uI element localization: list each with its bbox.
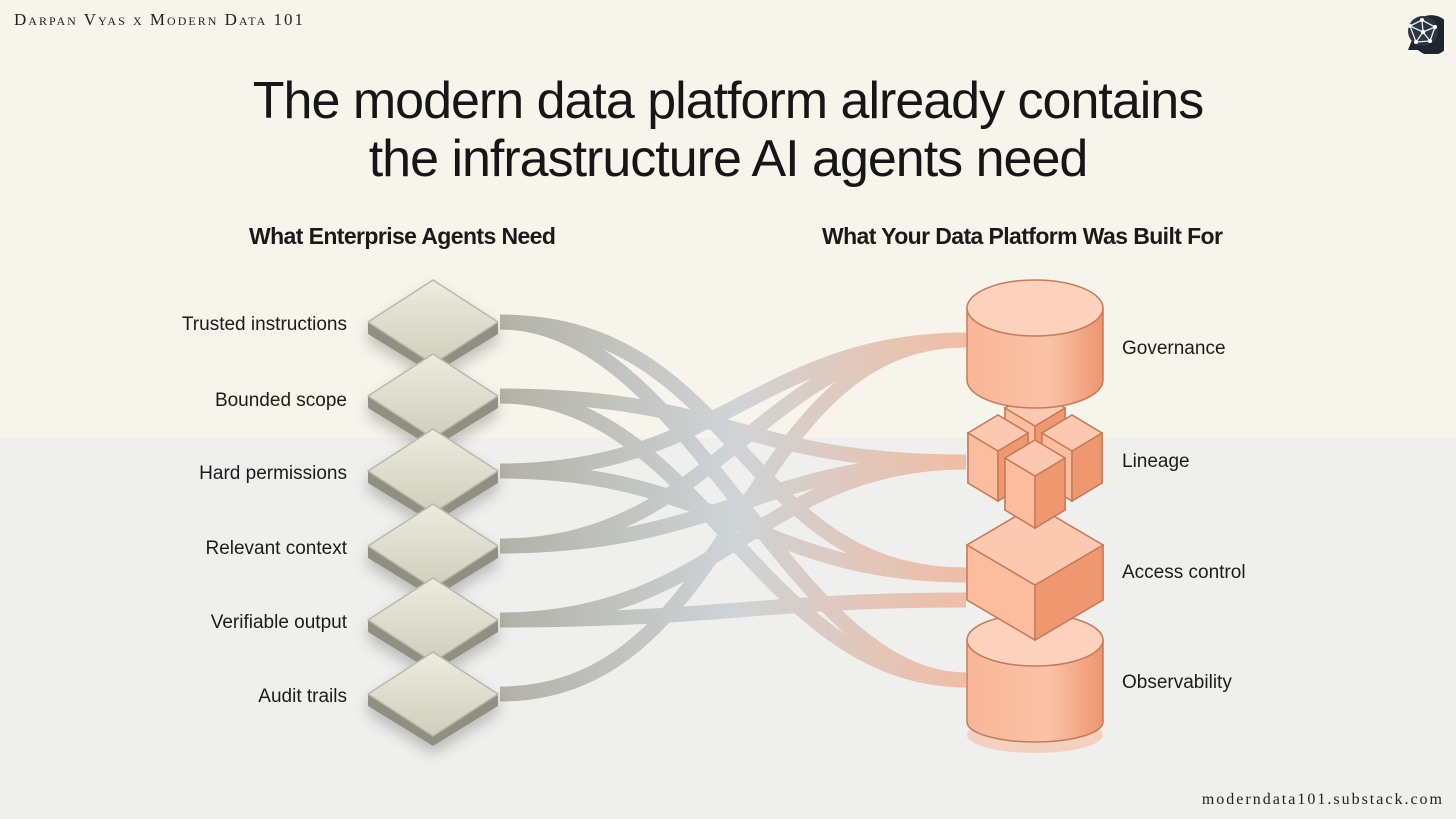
globe-chat-icon — [1408, 15, 1444, 54]
connector-group — [499, 314, 967, 702]
tile-relevant-context — [367, 503, 499, 598]
page-title-line-2: the infrastructure AI agents need — [368, 130, 1089, 188]
need-label-relevant-context: Relevant context — [205, 538, 347, 559]
need-label-hard-permissions: Hard permissions — [199, 463, 347, 484]
access-control-cube — [965, 504, 1105, 642]
platform-stack — [965, 279, 1105, 753]
governance-cylinder — [966, 279, 1104, 409]
page-title-line-1: The modern data platform already contain… — [252, 72, 1204, 130]
connector-verifiable-to-access — [499, 592, 967, 628]
platform-label-observability: Observability — [1122, 672, 1232, 693]
tile-hard-permissions — [367, 428, 499, 523]
need-label-audit-trails: Audit trails — [258, 686, 347, 707]
tile-trusted-instructions — [367, 279, 499, 374]
left-column-heading: What Enterprise Agents Need — [249, 223, 556, 249]
tile-verifiable-output — [367, 577, 499, 672]
footer-url[interactable]: moderndata101.substack.com — [1201, 791, 1444, 808]
platform-label-access-control: Access control — [1122, 562, 1246, 583]
right-column-heading: What Your Data Platform Was Built For — [822, 223, 1223, 249]
agent-tiles — [367, 279, 499, 746]
need-label-trusted-instructions: Trusted instructions — [181, 314, 347, 335]
need-label-verifiable-output: Verifiable output — [210, 612, 347, 633]
platform-label-lineage: Lineage — [1122, 451, 1190, 472]
tile-bounded-scope — [367, 353, 499, 448]
brand-text: Darpan Vyas x Modern Data 101 — [14, 10, 306, 29]
lineage-cubes — [966, 389, 1104, 530]
connector-audit-to-governance — [499, 332, 967, 702]
tile-audit-trails — [367, 651, 499, 746]
platform-label-governance: Governance — [1122, 338, 1226, 359]
connector-bounded-to-lineage — [499, 388, 967, 470]
need-label-bounded-scope: Bounded scope — [214, 390, 347, 411]
